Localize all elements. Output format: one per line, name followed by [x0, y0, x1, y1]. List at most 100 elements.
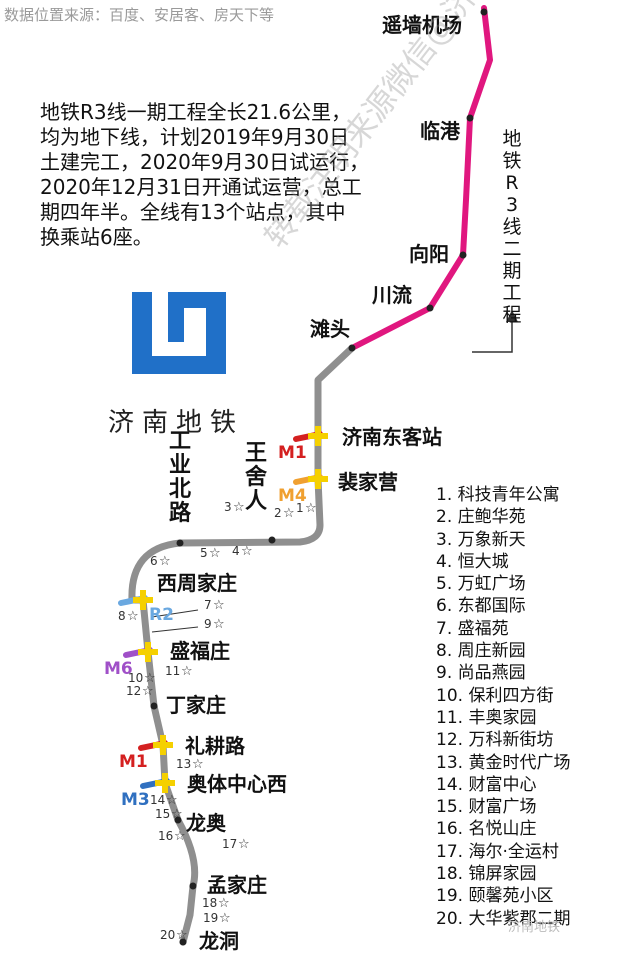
- poi-marker: 18: [202, 896, 217, 910]
- legend-item: 3. 万象新天: [436, 529, 526, 550]
- line-badge: M3: [121, 790, 150, 810]
- line-badge: M1: [119, 752, 148, 772]
- intro-line: 均为地下线，计划2019年9月30日: [40, 125, 350, 149]
- station-label: 业: [169, 453, 191, 478]
- poi-marker: 13: [176, 757, 191, 771]
- poi-star-icon: ☆: [218, 896, 230, 911]
- station-dot: [466, 114, 474, 122]
- legend-item: 10. 保利四方街: [436, 685, 554, 706]
- station-label: 北: [169, 477, 191, 502]
- poi-marker: 4: [232, 544, 240, 558]
- station-label: 裴家营: [337, 470, 398, 494]
- station-dot: [348, 344, 356, 352]
- station-label: 奥体中心西: [187, 772, 287, 796]
- poi-star-icon: ☆: [238, 837, 250, 852]
- arrow-9: [151, 626, 199, 633]
- legend-item: 13. 黄金时代广场: [436, 752, 571, 773]
- metro-logo-icon: [132, 292, 226, 374]
- intro-line: 期四年半。全线有13个站点，其中: [40, 200, 346, 224]
- legend-item: 18. 锦屏家园: [436, 864, 537, 885]
- station-label: 川流: [371, 283, 412, 307]
- source-note: 数据位置来源：百度、安居客、房天下等: [4, 6, 275, 24]
- legend-item: 14. 财富中心: [436, 774, 537, 795]
- station-label: 舍: [245, 464, 268, 490]
- poi-marker: 17: [222, 837, 237, 851]
- line-badge: R2: [149, 605, 174, 625]
- intro-line: 地铁R3线一期工程全长21.6公里，: [40, 100, 352, 124]
- poi-star-icon: ☆: [174, 829, 186, 844]
- poi-star-icon: ☆: [192, 757, 204, 772]
- station-label: 礼耕路: [185, 734, 246, 758]
- interchange-icon: [308, 426, 328, 446]
- legend-item: 20. 大华紫郡二期: [436, 908, 571, 929]
- station-dot: [179, 938, 187, 946]
- poi-marker: 10: [128, 671, 143, 685]
- poi-star-icon: ☆: [219, 911, 231, 926]
- station-dot: [268, 536, 276, 544]
- poi-star-icon: ☆: [305, 501, 317, 516]
- poi-star-icon: ☆: [159, 554, 171, 569]
- station-dot: [176, 539, 184, 547]
- poi-marker: 12: [126, 684, 141, 698]
- poi-marker: 11: [165, 664, 180, 678]
- poi-star-icon: ☆: [181, 664, 193, 679]
- legend-item: 4. 恒大城: [436, 551, 509, 572]
- intro-line: 土建完工，2020年9月30日试运行，: [40, 150, 370, 174]
- poi-marker: 5: [200, 546, 208, 560]
- poi-star-icon: ☆: [171, 807, 183, 822]
- legend-item: 12. 万科新街坊: [436, 730, 554, 751]
- interchange-icon: [133, 590, 153, 610]
- poi-marker: 16: [158, 829, 173, 843]
- station-label: 路: [169, 500, 192, 526]
- poi-marker: 8: [118, 609, 126, 623]
- poi-star-icon: ☆: [213, 617, 225, 632]
- station-dot: [480, 8, 488, 16]
- station-dot: [174, 816, 182, 824]
- poi-marker: 3: [224, 500, 232, 514]
- station-label: 盛福庄: [170, 639, 230, 663]
- station-label: 西周家庄: [157, 571, 237, 595]
- poi-marker: 1: [296, 501, 304, 515]
- phase2-bracket: [472, 318, 513, 353]
- poi-star-icon: ☆: [127, 609, 139, 624]
- wechat-mark: 济南地铁: [508, 920, 561, 935]
- intro-text: 地铁R3线一期工程全长21.6公里， 均为地下线，计划2019年9月30日 土建…: [40, 100, 400, 250]
- legend-item: 2. 庄鲍华苑: [436, 507, 526, 528]
- legend-item: 8. 周庄新园: [436, 641, 526, 662]
- station-label: 滩头: [310, 317, 350, 341]
- station-dot: [150, 702, 158, 710]
- legend-item: 19. 颐馨苑小区: [436, 886, 554, 907]
- legend-item: 6. 东都国际: [436, 596, 526, 617]
- logo-name: 济南地铁: [108, 408, 245, 438]
- line-badge: M1: [278, 443, 307, 463]
- legend-item: 7. 盛福苑: [436, 618, 509, 639]
- line-badge: M6: [104, 659, 133, 679]
- legend-item: 5. 万虹广场: [436, 574, 526, 595]
- interchange-icon: [308, 469, 328, 489]
- interchange-icon: [138, 642, 158, 662]
- legend-item: 17. 海尔·全运村: [436, 841, 559, 862]
- poi-star-icon: ☆: [233, 500, 245, 515]
- intro-line: 2020年12月31日开通试运营，总工: [40, 175, 362, 199]
- poi-star-icon: ☆: [144, 671, 156, 686]
- legend-item: 16. 名悦山庄: [436, 819, 537, 840]
- legend-item: 15. 财富广场: [436, 797, 537, 818]
- legend-item: 11. 丰奥家园: [436, 707, 537, 728]
- poi-star-icon: ☆: [209, 546, 221, 561]
- poi-marker: 15: [155, 807, 170, 821]
- poi-star-icon: ☆: [166, 793, 178, 808]
- station-label: 济南东客站: [342, 425, 442, 449]
- station-label: 龙奥: [186, 811, 227, 835]
- poi-star-icon: ☆: [213, 598, 225, 613]
- line-badge: M4: [278, 486, 307, 506]
- poi-legend: 1. 科技青年公寓 2. 庄鲍华苑 3. 万象新天 4. 恒大城 5. 万虹广场…: [436, 484, 570, 930]
- poi-star-icon: ☆: [241, 544, 253, 559]
- legend-item: 1. 科技青年公寓: [436, 485, 560, 505]
- station-label: 人: [245, 489, 267, 514]
- r3-phase1-line: [128, 344, 356, 946]
- station-label: 孟家庄: [207, 873, 267, 897]
- poi-star-icon: ☆: [176, 928, 188, 943]
- station-label: 临港: [420, 119, 461, 143]
- interchange-icon: [153, 735, 173, 755]
